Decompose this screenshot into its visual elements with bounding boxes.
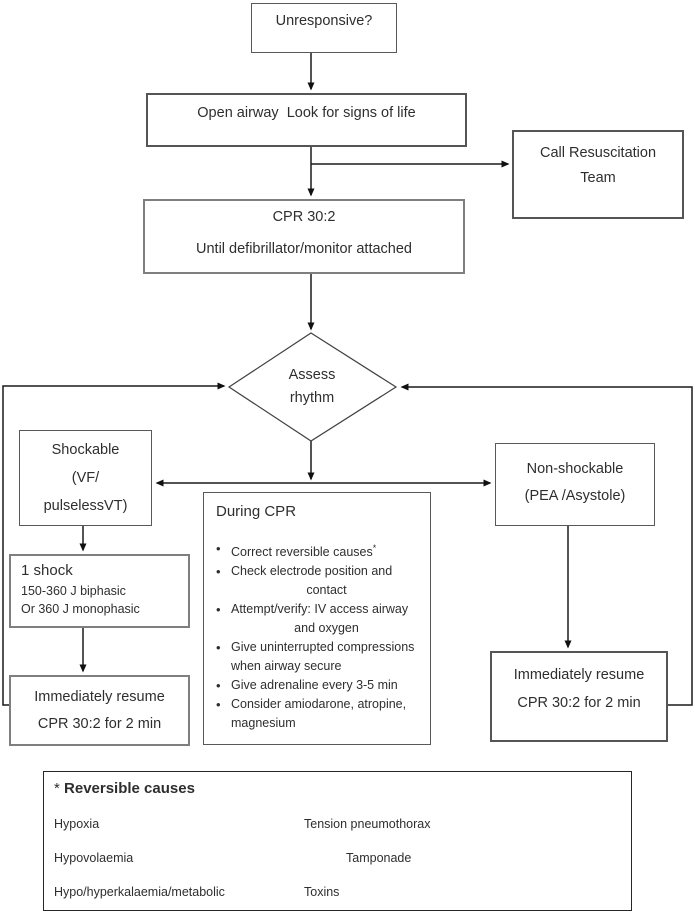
during-cpr-list: Correct reversible causes* Check electro… bbox=[204, 539, 430, 733]
reversible-causes-box: * Reversible causes Hypoxia Tension pneu… bbox=[43, 771, 632, 911]
call-team-line1: Call Resuscitation bbox=[539, 145, 657, 161]
during-cpr-bullet-1: Correct reversible causes* bbox=[216, 539, 422, 562]
one-shock-box: 1 shock 150-360 J biphasic Or 360 J mono… bbox=[9, 554, 190, 628]
call-team-line2: Team bbox=[580, 170, 616, 186]
left-resume-line2: CPR 30:2 for 2 min bbox=[37, 715, 162, 732]
left-immediately-resume-box: Immediately resume CPR 30:2 for 2 min bbox=[9, 675, 190, 746]
during-cpr-bullet-3: Attempt/verify: IV access airway and oxy… bbox=[216, 600, 422, 638]
right-immediately-resume-box: Immediately resume CPR 30:2 for 2 min bbox=[490, 651, 668, 742]
open-airway-box: Open airway Look for signs of life bbox=[146, 93, 467, 147]
unresponsive-label: Unresponsive? bbox=[275, 13, 373, 29]
reversible-cause-toxins: Toxins bbox=[304, 885, 340, 899]
during-cpr-bullet-6: Consider amiodarone, atropine, magnesium bbox=[216, 695, 422, 733]
assess-rhythm-label: Assess rhythm bbox=[288, 367, 336, 406]
shockable-line3: pulselessVT) bbox=[43, 498, 128, 514]
non-shockable-box: Non-shockable (PEA /Asystole) bbox=[495, 443, 655, 526]
right-resume-line2: CPR 30:2 for 2 min bbox=[517, 695, 641, 711]
reversible-cause-tension-pneumothorax: Tension pneumothorax bbox=[304, 817, 431, 831]
during-cpr-title: During CPR bbox=[216, 503, 297, 520]
during-cpr-bullet-2: Check electrode position and contact bbox=[216, 562, 422, 600]
shockable-box: Shockable (VF/ pulselessVT) bbox=[19, 430, 152, 526]
during-cpr-box: During CPR Correct reversible causes* Ch… bbox=[203, 492, 431, 745]
cpr-box: CPR 30:2 Until defibrillator/monitor att… bbox=[143, 199, 465, 274]
reversible-causes-footnote-marker: * bbox=[372, 542, 377, 553]
open-airway-label: Open airway Look for signs of life bbox=[197, 105, 416, 121]
one-shock-detail2: Or 360 J monophasic bbox=[21, 602, 140, 616]
non-shockable-line2: (PEA /Asystole) bbox=[524, 488, 626, 504]
left-resume-line1: Immediately resume bbox=[34, 688, 165, 705]
during-cpr-bullet-5: Give adrenaline every 3-5 min bbox=[216, 676, 422, 695]
reversible-cause-hypoxia: Hypoxia bbox=[54, 817, 100, 831]
assess-rhythm-diamond bbox=[227, 332, 398, 442]
non-shockable-line1: Non-shockable bbox=[526, 461, 624, 477]
right-resume-line1: Immediately resume bbox=[513, 667, 645, 683]
shockable-line2: (VF/ bbox=[71, 470, 100, 486]
reversible-cause-hypovolaemia: Hypovolaemia bbox=[54, 851, 134, 865]
cpr-line1: CPR 30:2 bbox=[272, 209, 336, 225]
call-resuscitation-team-box: Call Resuscitation Team bbox=[512, 130, 684, 219]
during-cpr-bullet-4: Give uninterrupted compressions when air… bbox=[216, 638, 422, 676]
one-shock-detail1: 150-360 J biphasic bbox=[21, 584, 126, 598]
cpr-line2: Until defibrillator/monitor attached bbox=[196, 240, 412, 257]
shockable-line1: Shockable bbox=[51, 442, 120, 458]
unresponsive-box: Unresponsive? bbox=[251, 3, 397, 53]
one-shock-title: 1 shock bbox=[21, 562, 73, 579]
reversible-causes-title: * Reversible causes bbox=[54, 780, 195, 797]
reversible-cause-hypo-hyperkalaemia: Hypo/hyperkalaemia/metabolic bbox=[54, 885, 225, 899]
reversible-cause-tamponade: Tamponade bbox=[346, 851, 412, 865]
